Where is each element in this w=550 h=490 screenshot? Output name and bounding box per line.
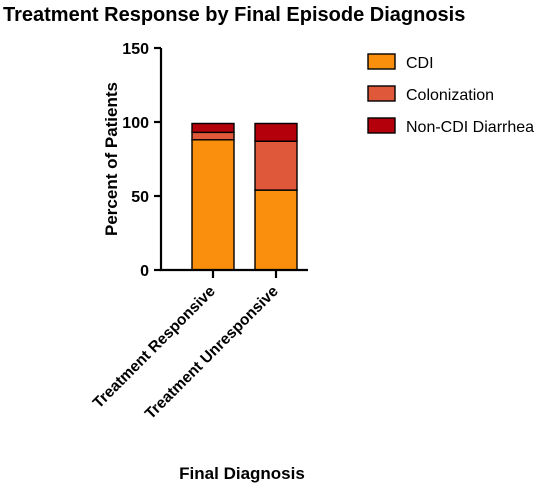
y-tick-label: 50 [131,189,149,206]
x-tick-label: Treatment Responsive [90,283,219,412]
x-tick-label: Treatment Unresponsive [142,283,282,423]
legend-label: CDI [406,55,434,72]
bar-segment [191,131,235,141]
bar-segment [191,122,235,134]
chart-title: Treatment Response by Final Episode Diag… [3,4,465,26]
legend-label: Non-CDI Diarrhea [406,119,534,136]
legend-swatch [367,85,396,102]
x-axis-title: Final Diagnosis [179,464,305,483]
legend-label: Colonization [406,87,494,104]
y-axis-title: Percent of Patients [102,82,121,236]
bar-segment [254,122,298,142]
y-tick-label: 150 [122,41,149,58]
legend-swatch [367,117,396,134]
bar-segment [191,139,235,271]
y-tick-label: 100 [122,115,149,132]
y-tick-label: 0 [140,263,149,280]
legend-swatch [367,53,396,70]
bar-segment [254,140,298,191]
bar-segment [254,189,298,271]
